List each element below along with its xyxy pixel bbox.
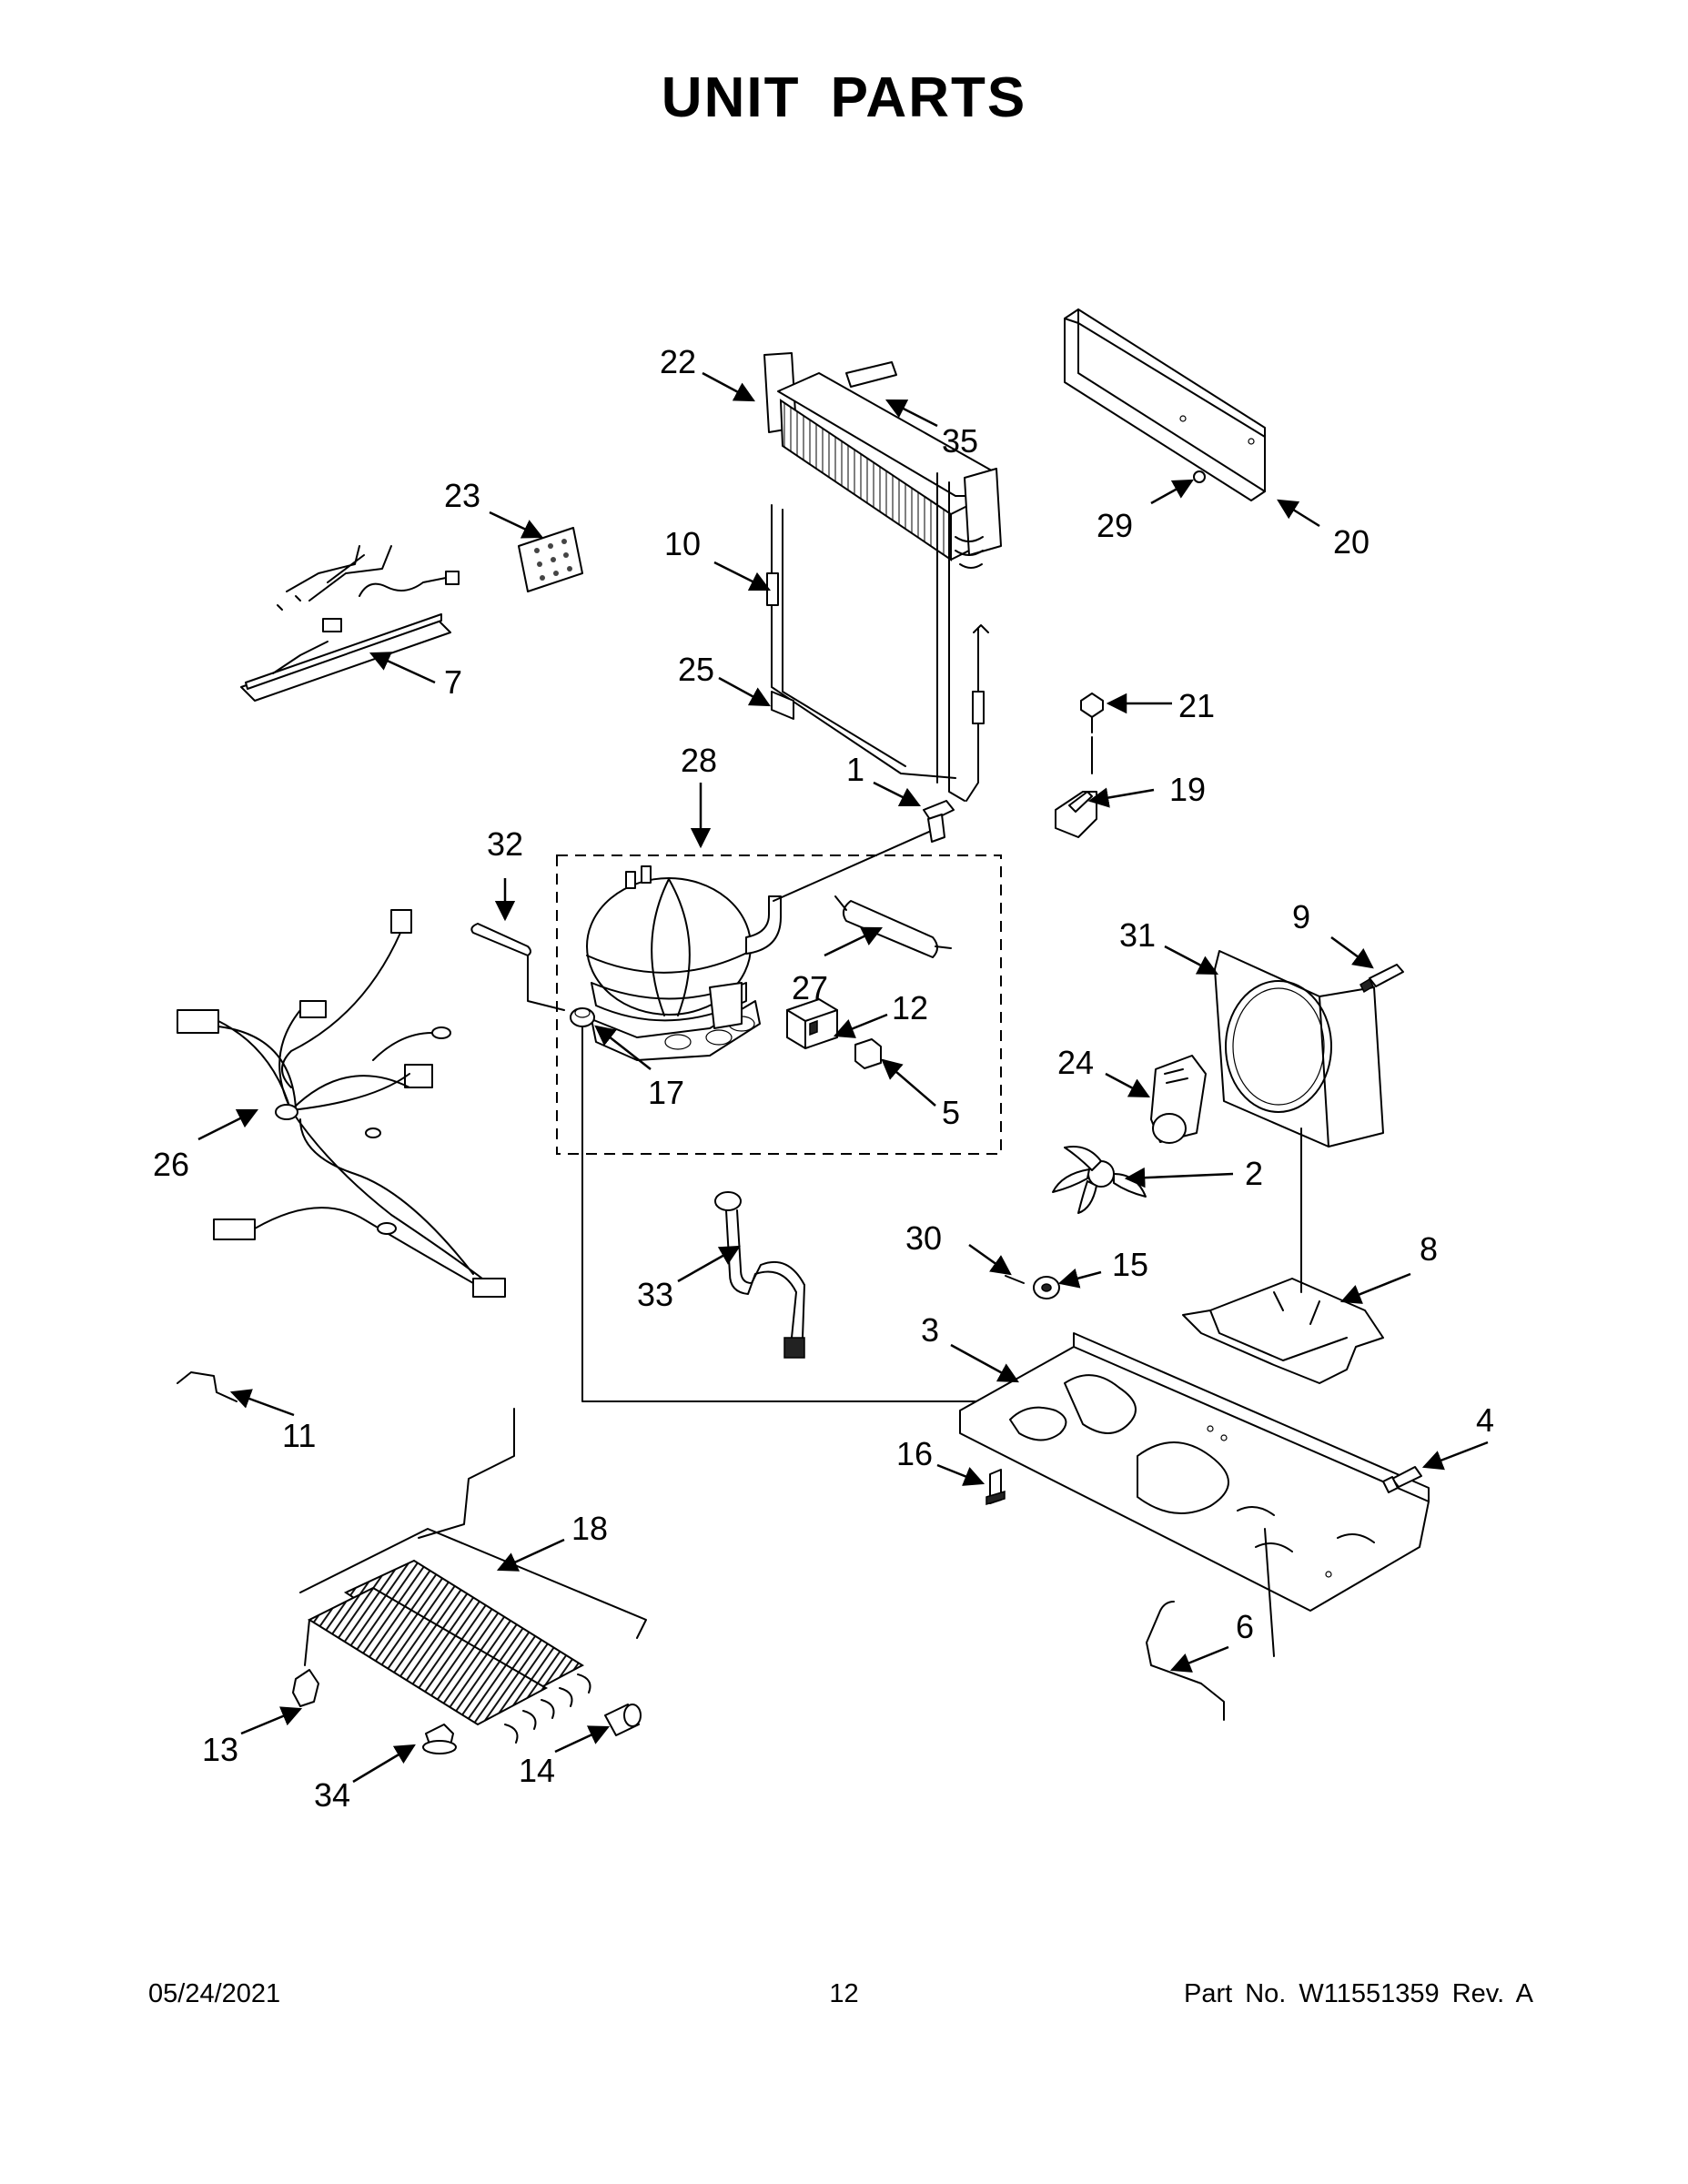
part-6-wire [1146, 1601, 1225, 1721]
callout-24: 24 [1057, 1044, 1094, 1081]
callout-28: 28 [681, 742, 717, 779]
callout-9: 9 [1292, 898, 1310, 935]
part-12-relay [786, 998, 838, 1049]
callout-11: 11 [282, 1417, 316, 1454]
part-19-bracket [1055, 736, 1097, 838]
callout-8: 8 [1420, 1230, 1438, 1268]
callout-21: 21 [1178, 687, 1215, 724]
part-11-wire [177, 1371, 238, 1402]
callout-19: 19 [1169, 771, 1206, 808]
callout-33: 33 [637, 1276, 673, 1313]
part-23-board [518, 527, 583, 592]
leader-lines [197, 371, 1489, 1784]
part-24-fan-motor [1150, 1055, 1207, 1144]
footer-date: 05/24/2021 [148, 1979, 281, 2008]
footer-page-number: 12 [829, 1979, 859, 2008]
callout-1: 1 [846, 751, 864, 788]
callout-18: 18 [571, 1510, 608, 1547]
callout-4: 4 [1476, 1401, 1494, 1439]
callout-14: 14 [519, 1752, 555, 1789]
part-17-grommet [570, 1007, 1047, 1402]
footer-part-number: Part No. W11551359 Rev. A [1183, 1979, 1533, 2008]
part-2-fan-blade [1052, 1146, 1147, 1214]
part-21-screw [1080, 693, 1104, 733]
part-7-harness [240, 545, 460, 702]
callout-10: 10 [664, 525, 701, 562]
callout-7: 7 [444, 663, 462, 701]
part-13-clip [292, 1669, 319, 1707]
callout-2: 2 [1245, 1155, 1263, 1192]
part-34-drain-fitting [422, 1724, 457, 1754]
part-9-screw [1359, 964, 1404, 994]
part-8-bracket [1182, 1127, 1384, 1384]
callout-30: 30 [905, 1219, 942, 1257]
callout-15: 15 [1112, 1246, 1148, 1283]
part-16-screw [986, 1469, 1006, 1506]
callout-35: 35 [942, 422, 978, 460]
callout-12: 12 [892, 989, 928, 1026]
part-35-label [845, 361, 897, 388]
callout-31: 31 [1119, 916, 1156, 954]
callout-27: 27 [792, 969, 828, 1006]
callout-labels: 1 2 3 4 5 6 7 8 9 10 11 12 13 14 15 16 1… [153, 343, 1494, 1814]
part-1-fitting [923, 800, 955, 843]
part-10-25-tubing [766, 472, 989, 802]
part-5-overload [854, 1038, 882, 1069]
callout-29: 29 [1097, 507, 1133, 544]
part-4-screw [1382, 1466, 1422, 1493]
part-27-drier [834, 895, 952, 958]
callout-34: 34 [314, 1776, 350, 1814]
callout-32: 32 [487, 825, 523, 863]
part-18-coil [299, 1408, 647, 1744]
part-28-compressor-group [556, 827, 1002, 1155]
part-32-clip [470, 923, 565, 1011]
part-3-base-plate [959, 1332, 1430, 1657]
callout-16: 16 [896, 1435, 933, 1472]
part-22-condenser [763, 352, 1002, 569]
callout-23: 23 [444, 477, 480, 514]
callout-20: 20 [1333, 523, 1370, 561]
part-15-grommet [1033, 1276, 1060, 1299]
part-30-pin [1005, 1275, 1025, 1284]
callout-5: 5 [942, 1094, 960, 1131]
part-33-drain-tube [714, 1191, 805, 1359]
part-29-screw [1193, 470, 1206, 483]
callout-22: 22 [660, 343, 696, 380]
callout-17: 17 [648, 1074, 684, 1111]
part-14-bushing [604, 1704, 642, 1736]
callout-25: 25 [678, 651, 714, 688]
page-title: UNIT PARTS [661, 66, 1027, 129]
callout-6: 6 [1236, 1608, 1254, 1645]
callout-13: 13 [202, 1731, 238, 1768]
callout-26: 26 [153, 1146, 189, 1183]
callout-3: 3 [921, 1311, 939, 1349]
part-26-main-harness [177, 909, 506, 1298]
part-20-cover [1064, 308, 1266, 501]
part-31-shroud [1214, 950, 1384, 1148]
